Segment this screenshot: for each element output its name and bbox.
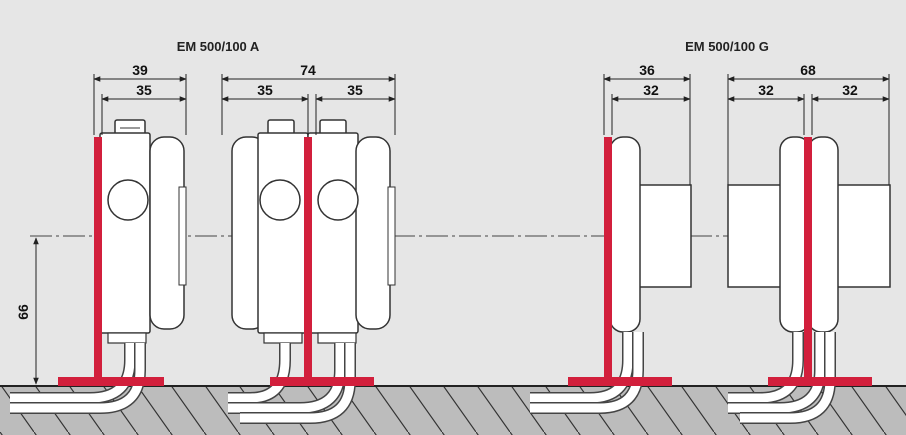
dim-g-single-inner: 32 <box>643 82 659 98</box>
dim-a-single-total: 39 <box>132 62 148 78</box>
model-label-g: EM 500/100 G <box>685 39 769 54</box>
device-g-double <box>727 136 891 424</box>
dim-a-double-total: 74 <box>300 62 316 78</box>
dim-a-double-right: 35 <box>347 82 363 98</box>
dim-height: 66 <box>15 304 31 320</box>
model-label-a: EM 500/100 A <box>177 39 260 54</box>
dim-a-single-inner: 35 <box>136 82 152 98</box>
dimension-lines <box>33 74 890 385</box>
device-a-single <box>10 119 187 414</box>
dim-a-double-left: 35 <box>257 82 273 98</box>
dim-g-double-left: 32 <box>758 82 774 98</box>
device-a-double <box>228 119 396 424</box>
dim-g-double-right: 32 <box>842 82 858 98</box>
device-g-single <box>530 136 692 414</box>
dim-g-single-total: 36 <box>639 62 655 78</box>
dim-g-double-total: 68 <box>800 62 816 78</box>
